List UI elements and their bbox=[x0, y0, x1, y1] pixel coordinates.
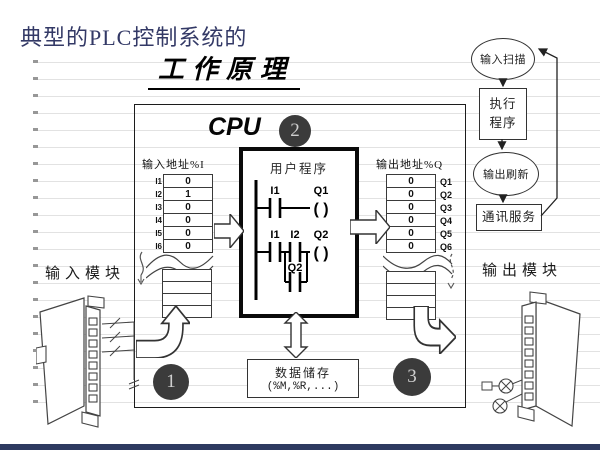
row-value: 0 bbox=[163, 174, 213, 188]
row-value: 0 bbox=[386, 200, 436, 214]
program-datastore-double-arrow bbox=[283, 312, 309, 358]
contact-label: I2 bbox=[290, 229, 299, 241]
input-address-table: I1 0 I2 1 I3 0 I4 0 I5 0 I6 0 bbox=[149, 174, 213, 253]
input-module-illustration bbox=[36, 295, 140, 428]
row-value: 0 bbox=[386, 213, 436, 227]
input-continuation-squiggle bbox=[137, 251, 145, 286]
input-module-to-table-curved-arrow bbox=[136, 306, 190, 358]
cpu-label: CPU bbox=[208, 113, 261, 141]
output-table-empty-rows bbox=[386, 271, 436, 320]
row-value: 0 bbox=[163, 213, 213, 227]
row-label: I4 bbox=[155, 216, 162, 225]
slide-subtitle: 工作原理 bbox=[148, 49, 301, 90]
step-2-badge: 2 bbox=[279, 115, 311, 147]
data-store-box: 数据储存 (%M,%R,...) bbox=[247, 359, 359, 398]
row-label: Q3 bbox=[440, 202, 453, 213]
table-row: I4 0 bbox=[149, 213, 213, 227]
coil-symbol: ( ) bbox=[313, 201, 328, 218]
row-value: 0 bbox=[386, 187, 436, 201]
coil-label: Q1 bbox=[314, 185, 329, 197]
coil-symbol: ( ) bbox=[313, 245, 328, 262]
output-module-label: 输出模块 bbox=[482, 263, 563, 279]
ladder-diagram: ( ) I1 Q1 ( ) I1 I2 Q2 Q2 bbox=[254, 180, 329, 300]
program-to-output-arrow bbox=[350, 210, 390, 244]
output-address-title: 输出地址%Q bbox=[376, 159, 444, 171]
row-label: I6 bbox=[155, 242, 162, 251]
flow-execute-program: 执行 程序 bbox=[479, 88, 527, 140]
row-label: I1 bbox=[155, 177, 162, 186]
table-to-output-module-curved-arrow bbox=[413, 306, 456, 354]
row-value: 0 bbox=[386, 239, 436, 253]
data-store-title: 数据储存 bbox=[274, 366, 331, 380]
row-value: 0 bbox=[163, 239, 213, 253]
cpu-frame bbox=[134, 104, 466, 408]
flow-execute-line2: 程序 bbox=[489, 116, 517, 130]
row-value: 1 bbox=[163, 187, 213, 201]
flow-comm-service-label: 通讯服务 bbox=[481, 209, 536, 224]
output-address-table: 0 0 0 0 0 0 bbox=[386, 174, 436, 253]
flow-output-refresh-label: 输出刷新 bbox=[483, 169, 529, 181]
input-module-label: 输入模块 bbox=[45, 266, 126, 282]
output-module-illustration bbox=[481, 291, 581, 427]
table-row: 0 bbox=[386, 174, 436, 188]
flow-output-refresh: 输出刷新 bbox=[473, 152, 539, 196]
slide-title: 典型的PLC控制系统的 bbox=[20, 25, 248, 50]
user-program-title: 用户程序 bbox=[269, 162, 328, 176]
flow-input-scan: 输入扫描 bbox=[471, 38, 535, 80]
input-to-program-arrow bbox=[214, 214, 244, 248]
contact-label: Q2 bbox=[288, 262, 303, 274]
flow-input-scan-label: 输入扫描 bbox=[480, 54, 526, 66]
input-address-title: 输入地址%I bbox=[142, 159, 205, 171]
output-continuation-squiggle bbox=[447, 253, 455, 290]
row-label: Q5 bbox=[440, 228, 453, 239]
row-label: Q6 bbox=[440, 241, 453, 252]
output-row-labels: Q1 Q2 Q3 Q4 Q5 Q6 bbox=[440, 175, 452, 253]
contact-label: I1 bbox=[270, 185, 279, 197]
row-value: 0 bbox=[163, 226, 213, 240]
row-value: 0 bbox=[386, 226, 436, 240]
flow-execute-line1: 执行 bbox=[489, 96, 517, 111]
left-margin-ticks bbox=[33, 46, 38, 408]
row-value: 0 bbox=[163, 200, 213, 214]
step-3-badge: 3 bbox=[393, 358, 431, 396]
row-label: I3 bbox=[155, 203, 162, 212]
data-store-registers: (%M,%R,...) bbox=[266, 381, 340, 393]
coil-label: Q2 bbox=[314, 229, 329, 241]
flow-comm-service: 通讯服务 bbox=[476, 204, 542, 231]
table-row: I6 0 bbox=[149, 239, 213, 253]
step-1-badge: 1 bbox=[153, 364, 189, 400]
contact-label: I1 bbox=[270, 229, 279, 241]
row-label: I2 bbox=[155, 190, 162, 199]
bottom-accent-bar bbox=[0, 444, 600, 450]
row-value: 0 bbox=[386, 174, 436, 188]
row-label: Q2 bbox=[440, 189, 453, 200]
table-row: 0 bbox=[386, 239, 436, 253]
row-label: Q4 bbox=[440, 215, 453, 226]
row-label: Q1 bbox=[440, 176, 453, 187]
table-row: I5 0 bbox=[149, 226, 213, 240]
row-label: I5 bbox=[155, 229, 162, 238]
